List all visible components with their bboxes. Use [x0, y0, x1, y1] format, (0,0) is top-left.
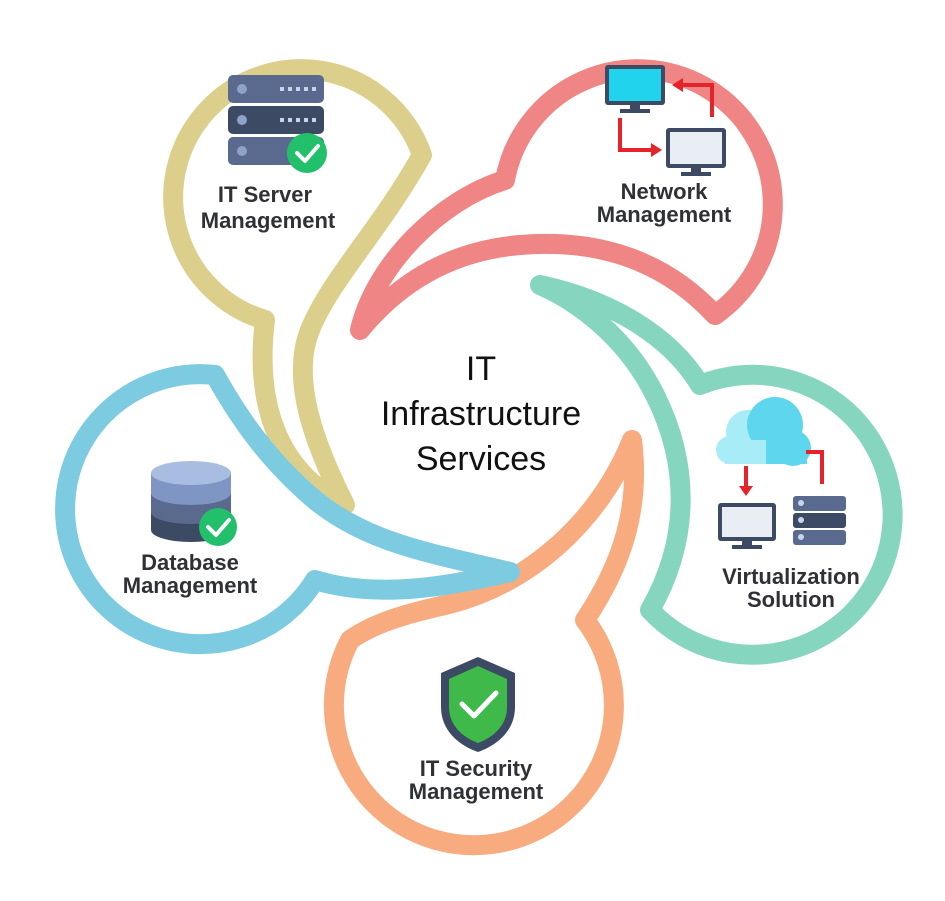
network-label-line1: Network	[621, 179, 709, 204]
virtualization-label-line2: Solution	[747, 587, 835, 612]
database-bubble	[55, 364, 520, 655]
server-label-line1: IT Server	[218, 182, 313, 207]
server-bubble	[163, 59, 432, 515]
security-label-line1: IT Security	[420, 756, 533, 781]
virtualization-bubble	[530, 275, 903, 665]
database-check-icon	[151, 461, 237, 546]
network-label-line2: Management	[597, 202, 732, 227]
database-label-line2: Management	[123, 573, 258, 598]
security-label-line2: Management	[409, 779, 544, 804]
center-title-line3: Services	[416, 440, 546, 478]
virtualization-label-line1: Virtualization	[722, 564, 860, 589]
cloud-virtualization-icon	[716, 397, 846, 549]
server-stack-check-icon	[228, 75, 327, 173]
center-title-line2: Infrastructure	[381, 395, 581, 433]
database-label-line1: Database	[141, 550, 239, 575]
center-title-line1: IT	[466, 350, 496, 388]
server-label-line2: Management	[201, 208, 336, 233]
shield-check-icon	[441, 657, 515, 752]
network-monitors-icon	[605, 65, 726, 176]
